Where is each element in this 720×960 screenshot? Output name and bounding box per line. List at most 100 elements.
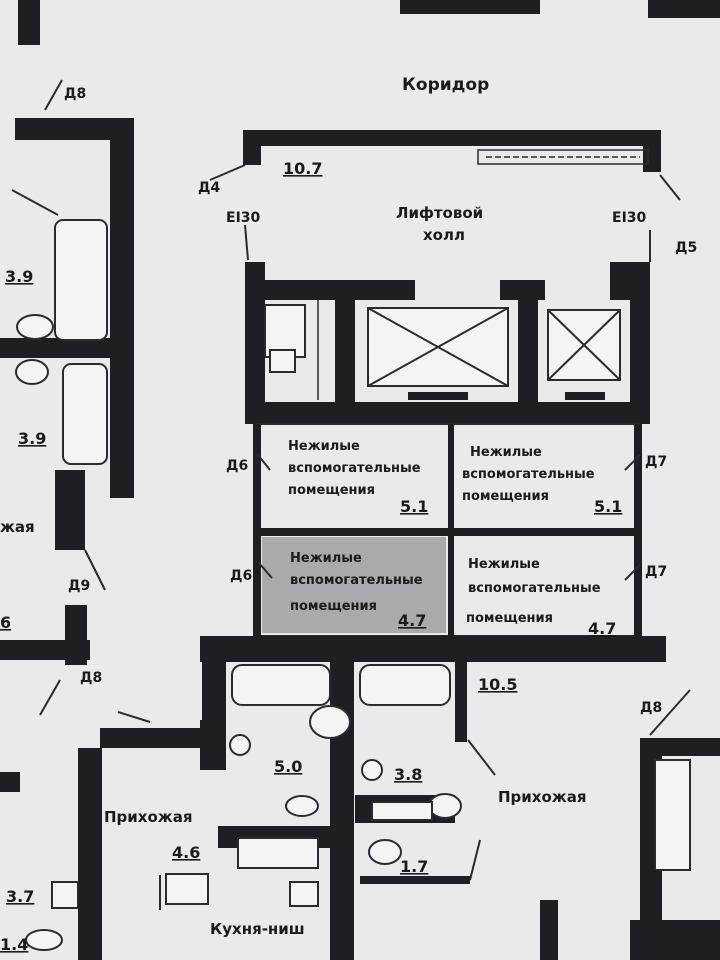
area-lift-hall: 10.7 xyxy=(283,159,322,178)
wall-lower-center xyxy=(330,636,354,960)
wall-left-top xyxy=(15,118,133,140)
label-left-edge: жая xyxy=(0,518,35,536)
door-d6-bottom: Д6 xyxy=(230,568,252,584)
label-entry-right: Прихожая xyxy=(498,788,586,806)
label-corridor: Коридор xyxy=(402,75,489,95)
stove xyxy=(165,873,209,905)
area-entry-left: 4.6 xyxy=(172,843,200,862)
door-d7-bottom: Д7 xyxy=(645,564,667,580)
wall-bottom-right xyxy=(540,900,558,960)
wall-small-hall xyxy=(360,876,470,884)
label-lift-hall-2: холл xyxy=(423,226,465,244)
area-left-tiny: 1.4 xyxy=(0,935,28,954)
area-hall-right: 10.5 xyxy=(478,675,517,694)
wall-shaft-bottom xyxy=(245,402,650,424)
svg-text:помещения: помещения xyxy=(290,599,377,614)
door-d9: Д9 xyxy=(68,578,90,594)
area-left-bath-top: 3.9 xyxy=(5,267,33,286)
sink-left-2 xyxy=(15,359,49,385)
area-storage-tr: 5.1 xyxy=(594,497,622,516)
label-entry-left: Прихожая xyxy=(104,808,192,826)
bathtub-left-top xyxy=(54,219,108,341)
wall-lower-entry xyxy=(100,728,200,748)
storage-top-right: Нежилые вспомогательные помещения 5.1 xyxy=(462,445,622,516)
wall-storage-right xyxy=(634,424,642,636)
svg-text:Нежилые: Нежилые xyxy=(470,445,542,460)
wall-shaft-div-1 xyxy=(335,280,355,422)
storage-bottom-right: Нежилые вспомогательные помещения 4.7 xyxy=(466,557,616,638)
wall-lower-left2 xyxy=(200,720,226,770)
area-left-small: 3.7 xyxy=(6,887,34,906)
sink-center xyxy=(309,705,351,739)
sink-wc xyxy=(428,793,462,819)
kitchen-sink xyxy=(289,881,319,907)
sink-entry xyxy=(285,795,319,817)
area-left-bath-bottom: 3.9 xyxy=(18,429,46,448)
wall-left-lower xyxy=(55,470,85,550)
wall-left-bottom xyxy=(78,748,102,960)
wall-shaft-div-2 xyxy=(518,280,538,422)
wall-lift-hall-tl xyxy=(243,130,261,165)
utility-tap xyxy=(269,349,296,373)
door-d8-top: Д8 xyxy=(64,86,86,102)
door-ei30-left: EI30 xyxy=(226,210,261,226)
sink-small xyxy=(368,839,402,865)
area-left-edge: 6 xyxy=(0,613,11,632)
storage-top-left: Нежилые вспомогательные помещения 5.1 xyxy=(288,439,428,516)
area-storage-bl: 4.7 xyxy=(398,611,426,630)
wall-shaft-left xyxy=(245,262,265,422)
svg-text:вспомогательные: вспомогательные xyxy=(288,461,421,476)
svg-text:вспомогательные: вспомогательные xyxy=(462,467,595,482)
wall-lower-left xyxy=(202,636,226,736)
wall-left-vertical xyxy=(110,118,134,498)
sink-left xyxy=(16,314,54,340)
washer-left xyxy=(51,881,79,909)
area-wc: 3.8 xyxy=(394,765,422,784)
wall-left-mid xyxy=(0,338,134,358)
storage-highlighted xyxy=(262,537,446,633)
door-d4: Д4 xyxy=(198,180,220,196)
lift-door-large xyxy=(408,392,468,400)
svg-text:Нежилые: Нежилые xyxy=(468,557,540,572)
vent-grille xyxy=(477,149,649,165)
door-d8-left: Д8 xyxy=(80,670,102,686)
wall-fragment xyxy=(18,0,40,45)
area-hall-small: 1.7 xyxy=(400,857,428,876)
door-d7-top: Д7 xyxy=(645,454,667,470)
door-ei30-right: EI30 xyxy=(612,210,647,226)
bathtub-left-bottom xyxy=(62,363,108,465)
area-bath-center: 5.0 xyxy=(274,757,302,776)
bathtub-center xyxy=(231,664,331,706)
area-storage-br: 4.7 xyxy=(588,619,616,638)
wall-bottom-right2 xyxy=(630,920,720,960)
right-counter xyxy=(654,759,691,871)
wall-lift-hall-tr xyxy=(643,130,661,172)
wall-fragment xyxy=(400,0,540,14)
wall-lower-hall xyxy=(200,636,666,662)
wall-lift-hall-top xyxy=(245,130,660,146)
door-d8-right: Д8 xyxy=(640,700,662,716)
wall-left-stub xyxy=(0,772,20,792)
label-lift-hall-1: Лифтовой xyxy=(396,204,483,222)
svg-text:вспомогательные: вспомогательные xyxy=(290,573,423,588)
wall-storage-left xyxy=(253,424,261,636)
door-d6-top: Д6 xyxy=(226,458,248,474)
svg-text:помещения: помещения xyxy=(466,611,553,626)
bathtub-center-2 xyxy=(359,664,451,706)
toilet-wc xyxy=(361,759,383,781)
wall-shaft-right xyxy=(630,262,650,422)
svg-text:помещения: помещения xyxy=(462,489,549,504)
svg-text:Нежилые: Нежилые xyxy=(290,551,362,566)
wall-left-low-v xyxy=(65,605,87,665)
toilet-left xyxy=(25,929,63,951)
svg-text:Нежилые: Нежилые xyxy=(288,439,360,454)
kitchen-counter xyxy=(237,837,319,869)
utility-sink xyxy=(264,304,306,358)
label-kitchen: Кухня-ниш xyxy=(210,920,305,938)
wall-lower-right-stub xyxy=(455,662,467,742)
storage-bottom-left: Нежилые вспомогательные помещения 4.7 xyxy=(290,551,426,630)
wall-storage-h xyxy=(258,528,640,536)
wall-shaft-top-left xyxy=(245,280,415,300)
door-d5: Д5 xyxy=(675,240,697,256)
